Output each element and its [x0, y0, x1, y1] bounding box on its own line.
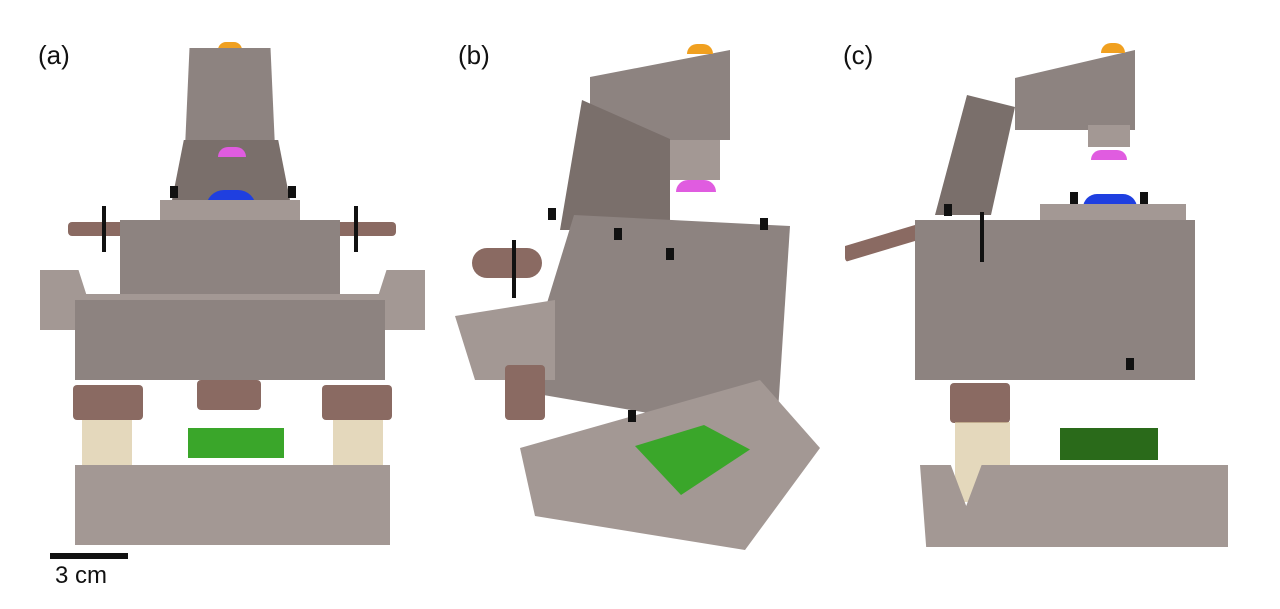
sample-slide [1060, 428, 1158, 460]
microscope-render-front [0, 0, 440, 609]
panel-label-a: (a) [38, 40, 70, 70]
sample-slide [188, 428, 284, 458]
panel-label-c: (c) [843, 40, 874, 70]
panel-label-b: (b) [458, 40, 490, 70]
scale-bar [50, 553, 128, 559]
scale-bar-label: 3 cm [55, 562, 108, 589]
microscope-render-oblique [455, 44, 820, 550]
